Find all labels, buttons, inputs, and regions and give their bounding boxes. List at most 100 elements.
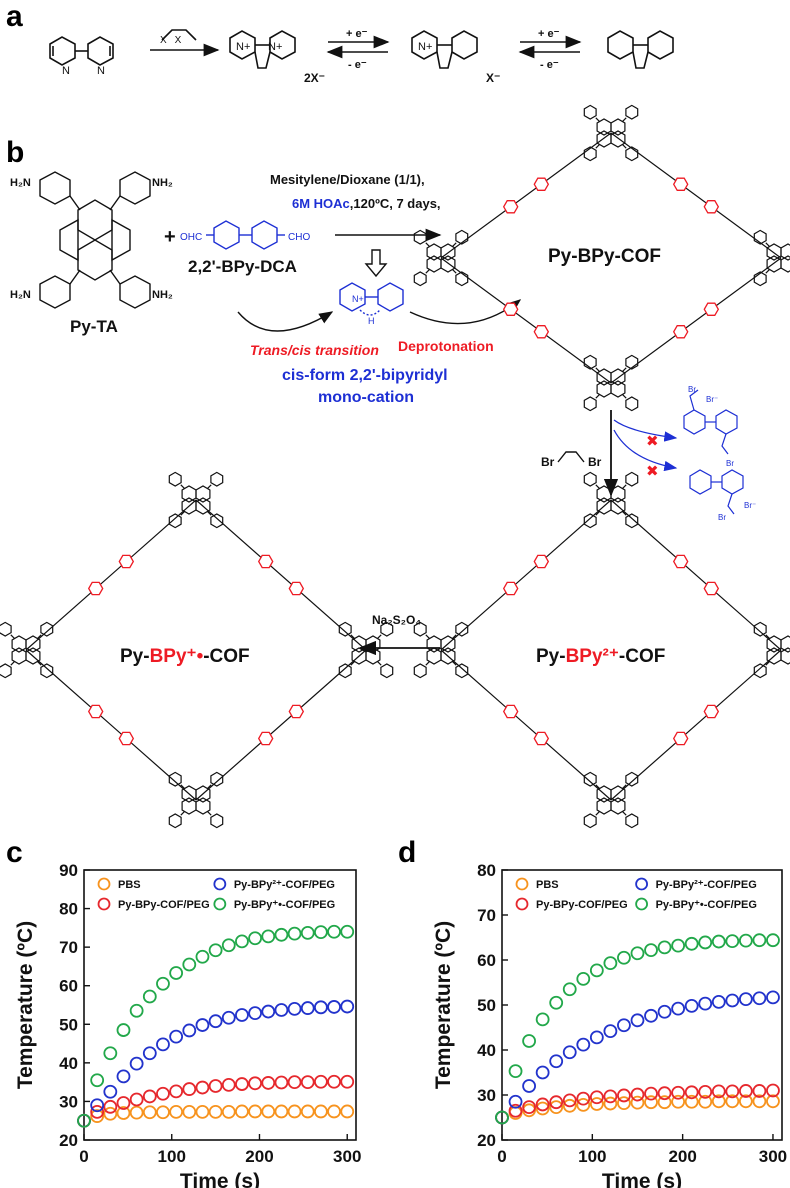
data-point [617, 1018, 631, 1033]
phenyl-ring [210, 813, 224, 829]
data-point [156, 1105, 170, 1120]
y-tick-label: 50 [477, 996, 496, 1015]
data-point [274, 1075, 289, 1090]
data-point [129, 1056, 144, 1071]
data-point [248, 931, 262, 946]
atom-nplus-1: N+ [236, 41, 250, 53]
data-point [340, 999, 355, 1014]
data-point [116, 1023, 131, 1037]
data-point [684, 1085, 699, 1100]
phenyl-ring [625, 813, 639, 829]
pyrene-ring [195, 797, 211, 815]
x-tick-label: 0 [497, 1147, 506, 1166]
phenyl-bond [180, 810, 186, 816]
data-point [142, 1089, 157, 1104]
pyrene-node [583, 104, 639, 162]
phenyl-bond [765, 242, 771, 248]
phenyl-bond [425, 242, 431, 248]
data-point [314, 1074, 328, 1089]
y-tick-label: 90 [59, 861, 78, 880]
bipyridyl-linker [610, 499, 782, 651]
phenyl-bond [765, 634, 771, 640]
phenyl-ring [338, 621, 352, 637]
phenyl-ring [380, 663, 394, 679]
data-point [738, 1084, 753, 1098]
pyrene-ring [440, 647, 456, 665]
bipyridyl-linker [440, 499, 612, 651]
data-point [116, 1096, 131, 1110]
linker-bond [440, 499, 612, 651]
data-point [576, 972, 591, 986]
data-point [129, 1105, 144, 1120]
data-point [208, 1014, 223, 1029]
bpyr-label-mid: BPy⁺• [150, 646, 204, 667]
data-point [630, 1095, 645, 1110]
data-point [235, 934, 249, 949]
phenyl-bond [180, 784, 186, 790]
data-point [589, 1030, 604, 1045]
phenyl-ring [40, 663, 54, 679]
x-tick-label: 200 [668, 1147, 696, 1166]
phenyl-ring [753, 663, 767, 679]
linker-bond [610, 257, 782, 384]
bpy2-label-mid: BPy²⁺ [566, 646, 619, 667]
pyrene-ring [25, 635, 41, 653]
data-point [235, 1008, 249, 1022]
data-point [235, 1104, 249, 1119]
phenyl-bond [595, 367, 601, 373]
e-minus-label-1: - e⁻ [348, 59, 367, 71]
phenyl-ring [625, 513, 639, 529]
legend-entry: Py-BPy⁺•-COF/PEG [234, 899, 335, 911]
data-point [522, 1079, 536, 1093]
bipyridine-structure [49, 36, 114, 66]
pyrene-node [583, 471, 639, 529]
linker-bond [610, 499, 782, 651]
bipyridyl-ring [533, 554, 550, 569]
phenyl-bond [376, 634, 382, 640]
phenyl-ring [583, 471, 597, 487]
phenyl-bond [36, 634, 42, 640]
bipyridyl-ring [257, 554, 274, 569]
data-point [508, 1103, 523, 1118]
data-point [617, 950, 631, 965]
data-point [221, 1077, 236, 1092]
data-point [156, 1086, 170, 1101]
data-point [603, 1089, 618, 1104]
data-point [562, 982, 577, 997]
phenyl-bond [206, 784, 212, 790]
phenyl-ring [380, 621, 394, 637]
py-ta-h2n-bottom: H₂N [10, 289, 31, 301]
condition-temp: ,120ºC, 7 days, [350, 196, 441, 211]
data-point [630, 1013, 645, 1028]
data-point [725, 1084, 740, 1099]
y-tick-label: 50 [59, 1015, 78, 1034]
data-point [657, 940, 672, 955]
phenyl-ring [583, 513, 597, 529]
plot-frame [83, 869, 357, 1141]
data-point [195, 1104, 210, 1119]
data-point [576, 1091, 591, 1106]
bipyridyl-linker [195, 649, 367, 801]
data-point [182, 1023, 197, 1038]
data-point [169, 1084, 184, 1099]
data-point [603, 1096, 618, 1111]
bipyridyl-ring [703, 302, 720, 316]
y-tick-label: 80 [59, 900, 78, 919]
pyrene-node [583, 771, 639, 829]
bipyridyl-linker [440, 132, 612, 259]
data-point [314, 1000, 328, 1015]
data-point [508, 1094, 523, 1109]
bpy-dca-ohc: OHC [180, 232, 202, 243]
bpy2-label-suffix: -COF [619, 646, 665, 667]
dibromo-br-2: Br [588, 455, 602, 469]
data-point [576, 1098, 591, 1112]
data-point [287, 1075, 302, 1090]
data-point [549, 1100, 564, 1115]
phenyl-ring [338, 663, 352, 679]
data-point [169, 966, 184, 980]
data-point [671, 938, 686, 953]
pyrene-node [413, 229, 469, 287]
data-point [208, 1104, 223, 1119]
data-point [156, 976, 170, 991]
data-point [195, 1018, 210, 1032]
